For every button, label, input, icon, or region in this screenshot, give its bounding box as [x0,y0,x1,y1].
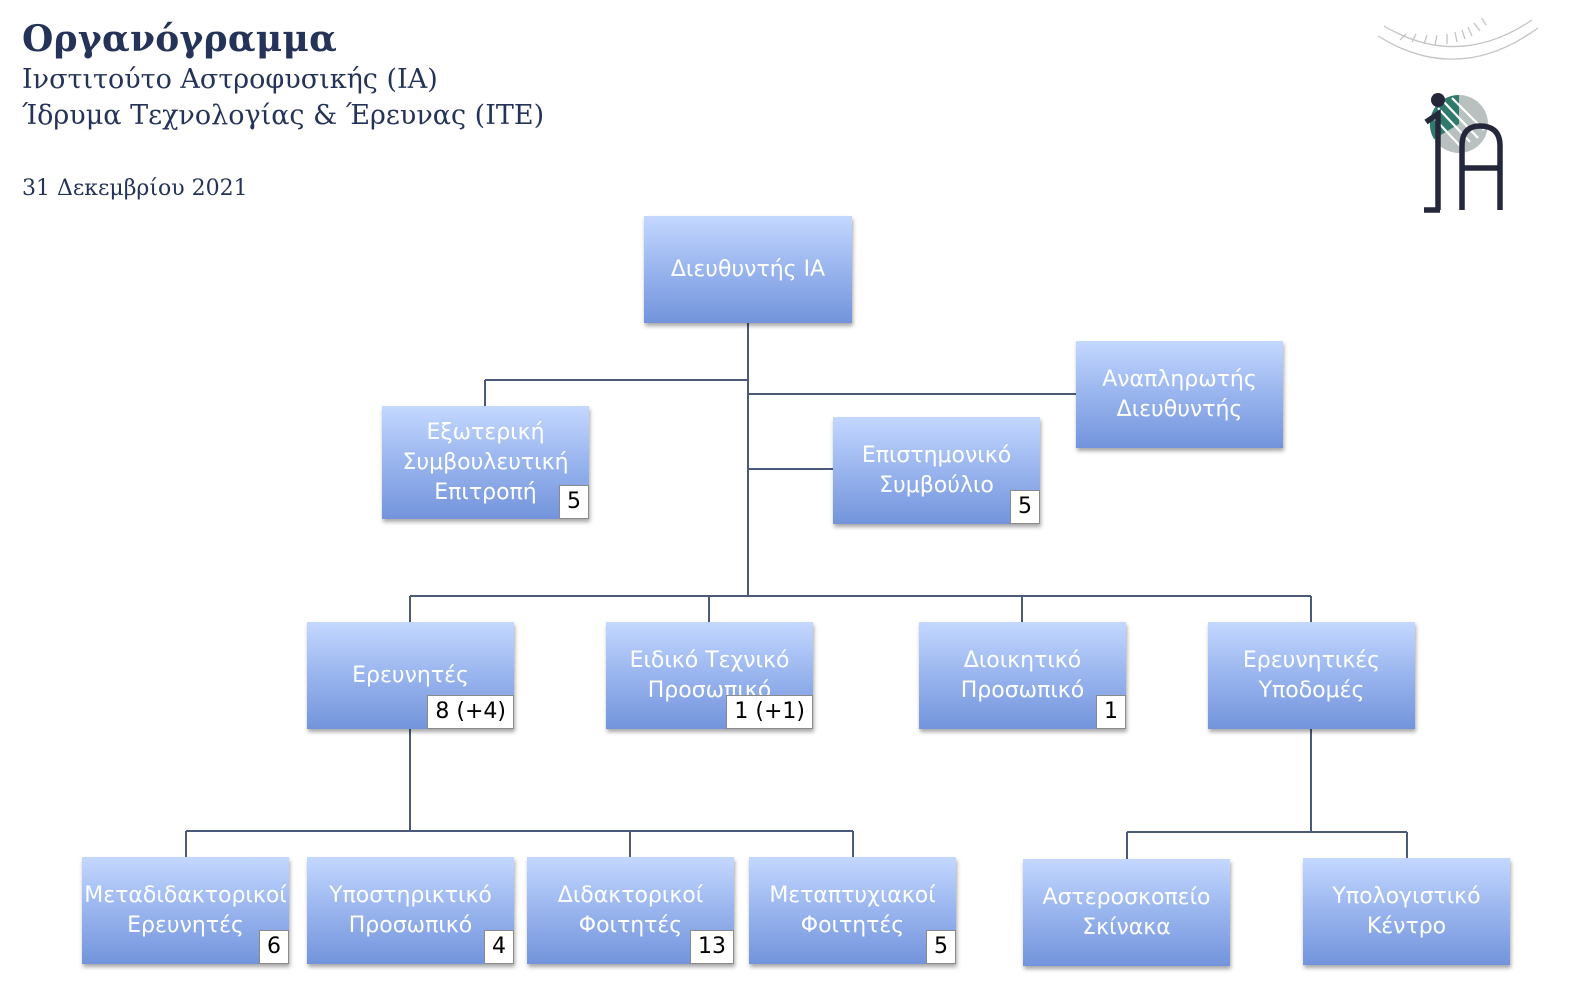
node-label-line: Διευθυντής [1116,396,1243,422]
node-label-line: Υπολογιστικό [1332,883,1481,909]
node-label-line: Επιστημονικό [861,442,1012,468]
node-label: Ερευνητές [352,661,469,691]
headcount-badge: 6 [259,930,289,964]
node-label-line: Ερευνητές [352,662,469,688]
node-label-line: Προσωπικό [960,677,1085,703]
node-label-line: Διδακτορικοί [557,882,704,908]
node-label-line: Μεταπτυχιακοί [769,882,936,908]
chart-date: 31 Δεκεμβρίου 2021 [22,176,248,201]
node-label-line: Προσωπικό [348,912,473,938]
node-label-line: Υποδομές [1258,677,1365,703]
researchers-node: Ερευνητές 8 (+4) [307,622,514,729]
node-label-line: Αστεροσκοπείο [1042,884,1211,910]
foundation-name: Ίδρυμα Τεχνολογίας & Έρευνας (ΙΤΕ) [22,100,545,131]
page-title: Οργανόγραμμα [22,18,338,60]
node-label-line: Υποστηρικτικό [329,882,492,908]
node-label-line: Ερευνητές [127,912,244,938]
node-label-line: Επιτροπή [434,479,537,505]
node-label-line: Διοικητικό [963,647,1082,673]
director-node: Διευθυντής ΙΑ [644,216,852,323]
node-label-line: Διευθυντής ΙΑ [670,256,826,282]
headcount-badge: 1 (+1) [726,695,813,729]
node-label-line: Αναπληρωτής [1102,366,1257,392]
headcount-badge: 13 [690,930,734,964]
headcount-badge: 4 [484,930,514,964]
node-label-line: Σκίνακα [1082,914,1171,940]
headcount-badge: 1 [1096,695,1126,729]
node-label: Διευθυντής ΙΑ [671,255,825,285]
node-label-line: Εξωτερική [426,419,545,445]
node-label-line: Ειδικό Τεχνικό [629,647,790,673]
headcount-badge: 5 [926,930,956,964]
node-label-line: Συμβουλευτική [402,449,569,475]
node-label-line: Μεταδιδακτορικοί [84,882,287,908]
headcount-badge: 5 [1010,490,1040,524]
node-label-line: Συμβούλιο [879,472,994,498]
institute-name: Ινστιτούτο Αστροφυσικής (ΙΑ) [22,64,438,95]
node-label-line: Φοιτητές [578,912,683,938]
headcount-badge: 5 [559,485,589,519]
node-label-line: Φοιτητές [800,912,905,938]
node-label-line: Κέντρο [1366,913,1447,939]
ia-logo-icon [1377,18,1539,213]
node-label-line: Ερευνητικές [1242,647,1381,673]
headcount-badge: 8 (+4) [427,695,514,729]
